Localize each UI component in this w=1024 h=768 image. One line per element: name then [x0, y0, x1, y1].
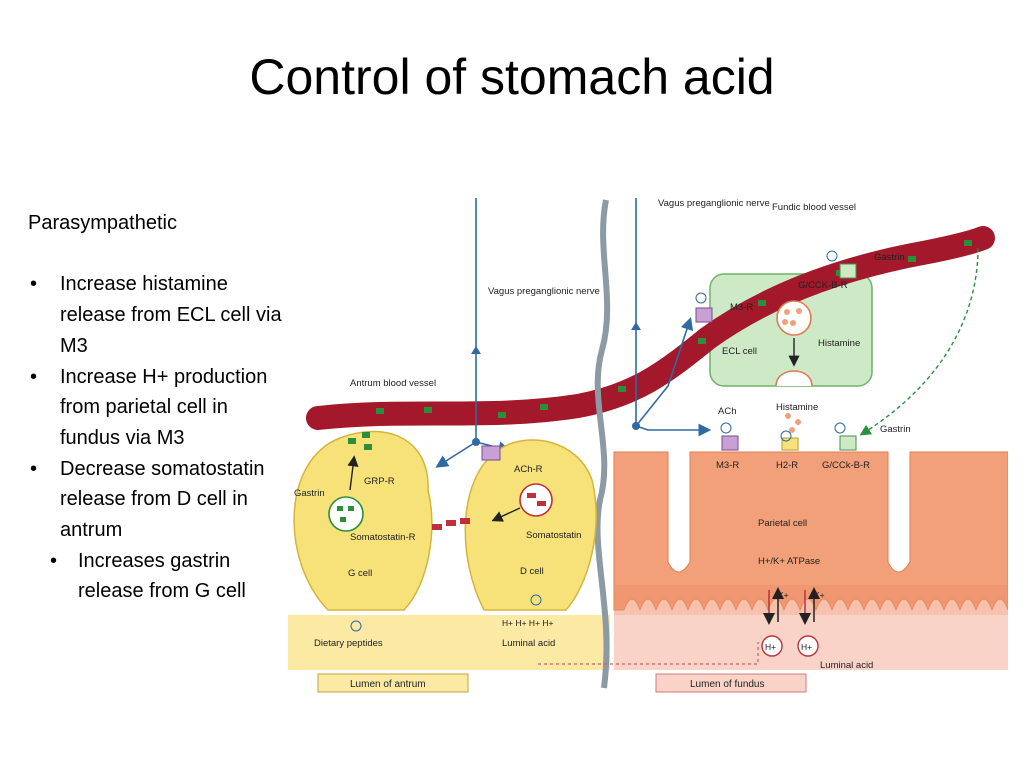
nerve-branch-ecl — [635, 316, 694, 427]
bullet-heading: Parasympathetic — [28, 212, 177, 234]
sub-bullet-list: Increases gastrin release from G cell — [48, 546, 288, 607]
slide-title: Control of stomach acid — [249, 49, 775, 105]
label-gcck-par: G/CCk-B-R — [822, 460, 870, 471]
histamine-release-site — [775, 370, 813, 387]
label-histamine-out: Histamine — [776, 402, 818, 413]
bullet-item: Increase histamine release from ECL cell… — [28, 269, 288, 361]
h-ion-circle — [761, 635, 783, 657]
label-fundic-vessel: Fundic blood vessel — [772, 202, 856, 213]
label-vagus-left: Vagus preganglionic nerve — [488, 286, 600, 297]
label-achr: ACh-R — [514, 464, 543, 475]
sub-bullet-item: Increases gastrin release from G cell — [48, 546, 288, 607]
stomach-acid-diagram: Vagus preganglionic nerve Vagus pregangl… — [288, 198, 1008, 693]
blood-vessel — [306, 226, 995, 430]
gastrin-vesicle — [328, 496, 364, 532]
label-m3r-par: M3-R — [716, 460, 739, 471]
gastrin-granules-secreted — [348, 432, 372, 450]
bullet-panel: Parasympathetic Increase histamine relea… — [28, 208, 288, 607]
label-parietal-cell: Parietal cell — [758, 518, 807, 529]
lumen-antrum-band — [288, 615, 610, 670]
nerve-triangle — [631, 322, 641, 330]
achr-receptor — [481, 445, 501, 461]
gastrin-dashed-path — [859, 247, 979, 436]
gcck-top-receptor — [839, 263, 857, 279]
compartment-divider — [594, 199, 611, 689]
lumen-antrum-box — [317, 673, 469, 693]
label-gastrin-mid: Gastrin — [880, 424, 911, 435]
label-gastrin-top: Gastrin — [874, 252, 905, 263]
m3r-ecl-receptor — [695, 307, 713, 323]
label-somatostatin: Somatostatin — [526, 530, 581, 541]
label-d-cell: D cell — [520, 566, 544, 577]
bullet-item: Decrease somatostatin release from D cel… — [28, 454, 288, 546]
label-lumen-antrum: Lumen of antrum — [350, 679, 426, 690]
label-histamine-in: Histamine — [818, 338, 860, 349]
luminal-acid-dashed — [538, 642, 759, 665]
bullet-list: Increase histamine release from ECL cell… — [28, 269, 288, 545]
gastrin-granules — [337, 506, 354, 522]
label-hplus-2: H+ — [801, 642, 812, 652]
histamine-granules — [782, 308, 802, 326]
gastrin-release-arrow — [347, 455, 359, 491]
label-gastrin-g: Gastrin — [294, 488, 325, 499]
h2r-receptor — [781, 437, 799, 451]
somatostatin-granules — [527, 493, 546, 506]
h-ion-circle — [797, 635, 819, 657]
label-atpase: H+/K+ ATPase — [758, 556, 820, 567]
somatostatin-secreted — [432, 518, 470, 530]
label-ach: ACh — [718, 406, 736, 417]
label-grp-r: GRP-R — [364, 476, 395, 487]
label-antrum-vessel: Antrum blood vessel — [350, 378, 436, 389]
label-h2r: H2-R — [776, 460, 798, 471]
histamine-vesicle — [776, 300, 812, 336]
label-k2: K+ — [814, 590, 825, 600]
plus-markers — [350, 250, 846, 632]
g-cell — [293, 430, 433, 611]
label-gcck-top: G/CCK-B-R — [798, 280, 848, 291]
label-g-cell: G cell — [348, 568, 372, 579]
label-somatostatin-r: Somatostatin-R — [350, 532, 416, 543]
label-luminal-acid-left: Luminal acid — [502, 638, 555, 649]
label-vagus-right: Vagus preganglionic nerve — [658, 198, 770, 209]
histamine-released — [785, 413, 801, 433]
bullet-item: Increase H+ production from parietal cel… — [28, 362, 288, 454]
m3r-par-receptor — [721, 435, 739, 451]
label-lumen-fundus: Lumen of fundus — [690, 679, 765, 690]
somatostatin-arrow — [491, 507, 521, 522]
label-dietary: Dietary peptides — [314, 638, 383, 649]
lumen-fundus-box — [655, 673, 807, 693]
label-k1: K+ — [778, 590, 789, 600]
label-ecl-cell: ECL cell — [722, 346, 757, 357]
parietal-lower-band — [614, 585, 1008, 615]
label-hplus-1: H+ — [765, 642, 776, 652]
d-cell — [464, 439, 597, 611]
label-m3r-ecl: M3-R — [730, 302, 753, 313]
label-h-ions: H+ H+ H+ H+ — [502, 618, 554, 628]
nerve-triangle — [471, 346, 481, 354]
label-luminal-acid-right: Luminal acid — [820, 660, 873, 671]
nerve-branch-fundus — [635, 423, 712, 437]
somatostatin-vesicle — [519, 483, 553, 517]
nerve-branch-gcell — [435, 441, 477, 468]
gcck-par-receptor — [839, 435, 857, 451]
